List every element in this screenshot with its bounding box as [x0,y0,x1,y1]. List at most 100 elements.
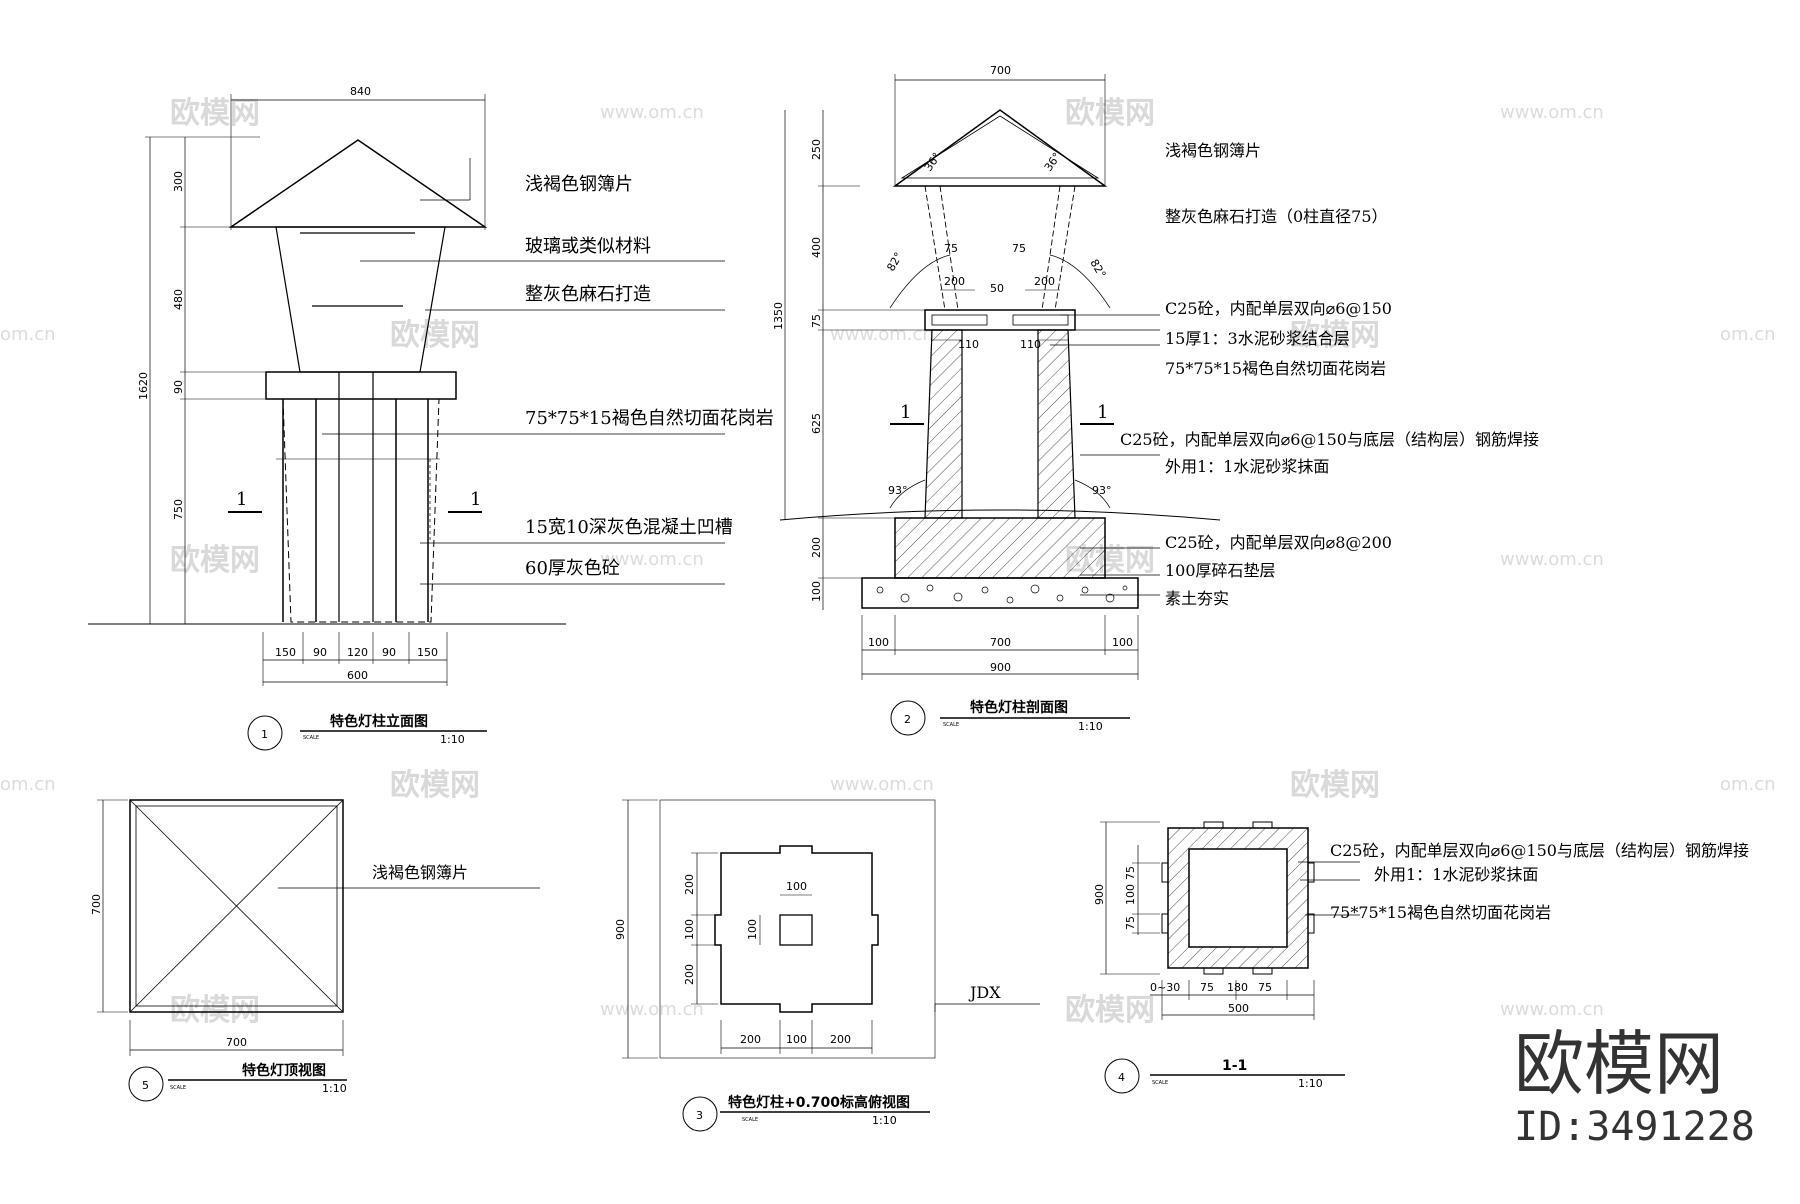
dim-segment: 90 [313,646,327,659]
watermark-url: www.om.cn [1500,102,1604,123]
dim-height: 750 [172,499,185,520]
label-granite: 75*75*15褐色自然切面花岗岩 [1330,903,1551,922]
dim-segment: 100 [868,636,889,649]
dim-width: 700 [990,64,1011,77]
dim-height: 100 [683,919,696,940]
scale-value: 1:10 [1078,720,1103,733]
dim-height: 200 [683,964,696,985]
plan-top-drawing [622,799,1040,1059]
scale-label: SCALE [742,1117,758,1123]
watermark-url: om.cn [0,324,56,345]
footing [894,517,1106,579]
angle-label: 82° [1087,257,1108,280]
dim-total-height: 1350 [772,302,785,330]
dim-height: 75 [810,314,823,328]
dim-height: 75 [1124,916,1137,930]
dim-inner: 110 [1020,338,1041,351]
label-gravel: 100厚碎石垫层 [1165,561,1276,580]
watermark-logo: 欧模网 [390,318,480,353]
dim-height: 700 [90,894,103,915]
watermark-layer: 欧模网 www.om.cn 欧模网 www.om.cn om.cn 欧模网 ww… [0,96,1776,1028]
watermark-url: om.cn [1720,774,1776,795]
dim-segment: 75 [1200,981,1214,994]
label-groove: 15宽10深灰色混凝土凹槽 [525,517,733,538]
roof-plan-text: 浅褐色钢簿片 700 700 5 特色灯顶视图 SCALE 1:10 [90,863,468,1102]
dim-height: 200 [683,874,696,895]
capital [265,371,457,400]
dim-inner: 200 [1034,275,1055,288]
scale-value: 1:10 [1298,1077,1323,1090]
elevation-labels: 浅褐色钢簿片 玻璃或类似材料 整灰色麻石打造 75*75*15褐色自然切面花岗岩… [525,174,774,579]
section-mark: 1 [236,489,247,510]
drawing-number: 1 [261,728,268,741]
watermark-url: www.om.cn [1500,999,1604,1020]
dim-total-height: 1620 [137,372,150,400]
label-stone: 整灰色麻石打造 [525,284,651,305]
dim-height: 400 [810,237,823,258]
watermark-url: www.om.cn [600,102,704,123]
scale-label: SCALE [303,735,319,741]
drawing-title: 特色灯柱立面图 [330,713,428,730]
dim-segment: 0~30 [1150,981,1180,994]
section-mark: 1 [900,402,911,423]
label-granite: 75*75*15褐色自然切面花岗岩 [1165,359,1386,378]
drawing-number-circle [128,1066,164,1102]
label-roof: 浅褐色钢簿片 [1165,141,1261,160]
drawing-number: 3 [696,1109,703,1122]
angle-label: 82° [884,250,905,273]
drawing-title: 特色灯顶视图 [242,1062,326,1079]
label-jdx: JDX [968,983,1001,1002]
dim-bottom-total: 500 [1228,1002,1249,1015]
dim-height: 100 [1124,884,1137,905]
dim-segment: 200 [830,1033,851,1046]
brand-logo-text: 欧模网 [1514,1023,1724,1105]
label-stone: 整灰色麻石打造（0柱直径75） [1165,207,1388,226]
dim-inner: 50 [990,282,1004,295]
label-render: 外用1：1水泥砂浆抹面 [1374,865,1538,884]
drawing-number-circle [682,1096,718,1132]
watermark-url: www.om.cn [830,774,934,795]
watermark-url: www.om.cn [830,324,934,345]
drawing-title: 1-1 [1222,1058,1247,1074]
dim-height: 625 [810,413,823,434]
watermark-logo: 欧模网 [1065,96,1155,131]
capital [924,309,1076,331]
label-granite: 75*75*15褐色自然切面花岗岩 [525,408,774,429]
dim-total-height: 900 [614,919,627,940]
drawing-number-circle [890,700,926,736]
watermark-logo: 欧模网 [170,993,260,1028]
angle-label: 93° [888,484,908,497]
dim-segment: 700 [990,636,1011,649]
scale-label: SCALE [170,1085,186,1091]
section-mark: 1 [1097,402,1108,423]
watermark-logo: 欧模网 [390,768,480,803]
dim-height: 480 [172,289,185,310]
opening [779,914,813,946]
drawing-number-circle [1104,1058,1140,1094]
scale-value: 1:10 [322,1082,347,1095]
roof-outline [129,799,344,1013]
roof-shape [892,109,1108,187]
drawing-title: 特色灯柱+0.700标高俯视图 [728,1094,910,1111]
drawing-number: 5 [142,1079,149,1092]
drawing-number-circle [247,715,283,751]
roof-shape [228,139,488,228]
label-soil: 素土夯实 [1165,589,1229,608]
section-mark: 1 [470,489,481,510]
dim-segment: 120 [347,646,368,659]
dim-inner: 100 [746,919,759,940]
roof-plan-drawing [97,799,540,1056]
watermark-logo: 欧模网 [170,96,260,131]
dim-height: 90 [172,380,185,394]
label-roof: 浅褐色钢簿片 [372,863,468,882]
dim-width: 840 [350,85,371,98]
brand-stamp: 欧模网 ID:3491228 [1514,1023,1755,1150]
dim-segment: 180 [1227,981,1248,994]
dim-bottom-total: 900 [990,661,1011,674]
watermark-url: www.om.cn [600,999,704,1020]
watermark-logo: 欧模网 [170,543,260,578]
angle-label: 93° [1092,484,1112,497]
elevation-dim-text: 840 300 480 90 750 1620 150 90 120 90 15… [137,85,481,682]
watermark-url: www.om.cn [1500,549,1604,570]
